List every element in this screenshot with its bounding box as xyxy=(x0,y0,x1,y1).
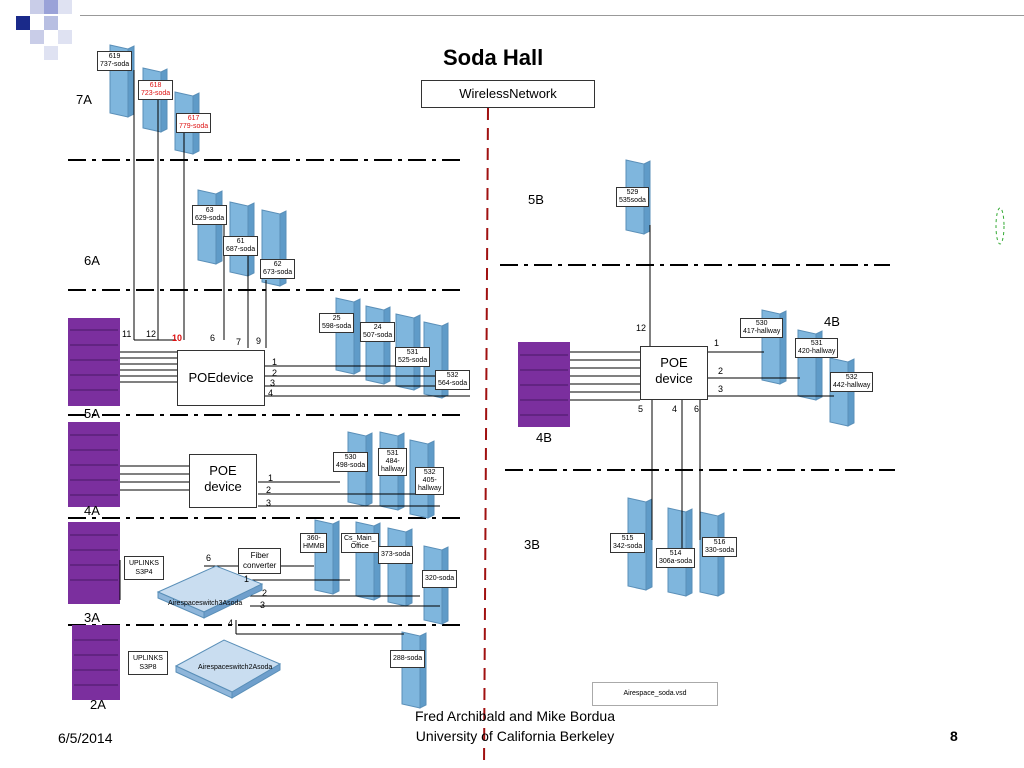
floor-3b: 3B xyxy=(524,537,540,552)
center-divider xyxy=(483,107,489,768)
page-number: 8 xyxy=(950,728,958,744)
port-number: 1 xyxy=(244,574,250,584)
port-number: 9 xyxy=(256,336,262,346)
ap-label: 360-HMMB xyxy=(300,533,328,553)
floor-5a: 5A xyxy=(84,406,100,421)
ap-label: 320-soda xyxy=(422,570,458,588)
port-number: 4 xyxy=(228,618,234,628)
rack-5A xyxy=(68,318,120,406)
switch2-label: Airespaceswitch2Asoda xyxy=(198,664,273,671)
port-number: 6 xyxy=(206,553,212,563)
port-number: 3 xyxy=(270,378,276,388)
port-number: 3 xyxy=(260,600,266,610)
port-number: 12 xyxy=(636,323,647,333)
port-number: 1 xyxy=(714,338,720,348)
port-number: 10 xyxy=(172,333,183,343)
wireless-network-box: WirelessNetwork xyxy=(421,80,595,108)
port-number: 1 xyxy=(272,357,278,367)
footer-org: University of California Berkeley xyxy=(415,728,615,744)
port-number: 11 xyxy=(122,329,132,339)
switch3-shape xyxy=(156,565,264,619)
floor-5b: 5B xyxy=(528,192,544,207)
port-number: 3 xyxy=(266,498,272,508)
switch2-shape xyxy=(174,639,282,699)
port-number: 6 xyxy=(694,404,700,414)
port-number: 4 xyxy=(268,388,274,398)
footer-date: 6/5/2014 xyxy=(58,730,113,746)
ap-label: 288-soda xyxy=(390,650,426,668)
floor-2a: 2A xyxy=(90,697,106,712)
rack-3A xyxy=(68,522,120,604)
poe-device-5a: POEdevice xyxy=(177,350,265,406)
floor-4b-rack: 4B xyxy=(536,430,552,445)
ap-label: 373-soda xyxy=(378,546,414,564)
port-number: 7 xyxy=(236,337,242,347)
footer-author: Fred Archibald and Mike Bordua xyxy=(415,708,615,724)
page-title: Soda Hall xyxy=(443,45,544,70)
floor-6a: 6A xyxy=(84,253,100,268)
port-number: 6 xyxy=(210,333,216,343)
switch3-label: Airespaceswitch3Asoda xyxy=(168,600,243,607)
floor-4a: 4A xyxy=(84,503,100,518)
port-number: 1 xyxy=(268,473,274,483)
port-number: 2 xyxy=(266,485,272,495)
port-number: 2 xyxy=(262,588,268,598)
port-number: 2 xyxy=(718,366,724,376)
floor-3a: 3A xyxy=(84,610,100,625)
floor-7a: 7A xyxy=(76,92,92,107)
corner-logo-icon xyxy=(0,0,80,72)
ap-label: Cs_Main_Office xyxy=(341,533,379,553)
rack-2A xyxy=(72,625,120,700)
port-number: 2 xyxy=(272,368,278,378)
port-number: 3 xyxy=(718,384,724,394)
floor-4b: 4B xyxy=(824,314,840,329)
port-number: 5 xyxy=(638,404,644,414)
top-rule xyxy=(80,15,1024,16)
legend-file-box: Airespace_soda.vsd xyxy=(592,682,718,706)
port-number: 12 xyxy=(146,329,157,339)
port-number: 4 xyxy=(672,404,678,414)
